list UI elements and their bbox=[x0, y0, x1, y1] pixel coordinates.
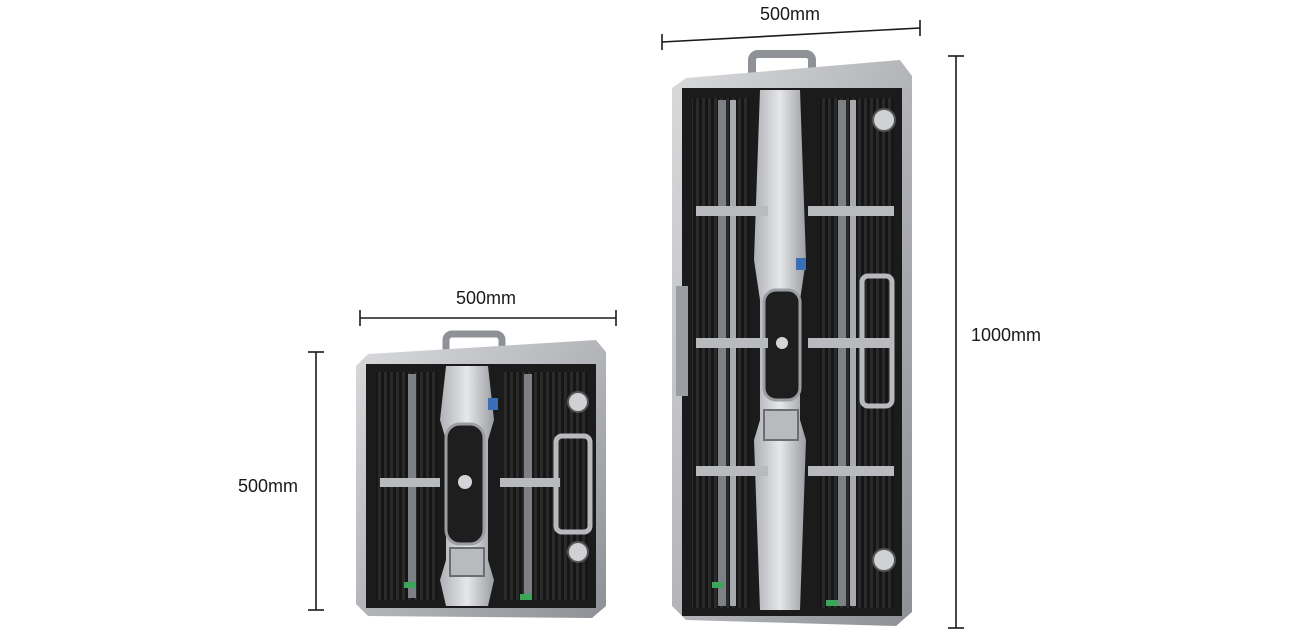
large-cabinet-blue-connector bbox=[796, 258, 806, 270]
large-cabinet-connector-plate bbox=[763, 409, 799, 441]
large-cabinet-crossbar bbox=[696, 466, 768, 476]
large-cabinet-right-cavity bbox=[820, 98, 894, 608]
large-cabinet-green-connector bbox=[712, 582, 724, 588]
small-cabinet-crossbar bbox=[380, 478, 440, 487]
small-height-dimension-line bbox=[308, 351, 324, 611]
large-cabinet-green-connector bbox=[826, 600, 838, 606]
large-cabinet-rail bbox=[730, 100, 736, 606]
large-cabinet-crossbar bbox=[696, 206, 768, 216]
small-cabinet-connector-plate bbox=[449, 547, 485, 577]
large-cabinet bbox=[672, 50, 912, 626]
large-cabinet-side-latch bbox=[676, 286, 688, 396]
large-cabinet-lock-knob bbox=[872, 108, 896, 132]
large-height-dimension-line bbox=[948, 55, 964, 629]
large-cabinet-rail bbox=[718, 100, 726, 606]
large-cabinet-rail bbox=[838, 100, 846, 606]
small-cabinet-blue-connector bbox=[488, 398, 498, 410]
large-cabinet-center-knob bbox=[776, 337, 788, 349]
large-cabinet-crossbar bbox=[808, 206, 894, 216]
large-cabinet-lock-knob bbox=[872, 548, 896, 572]
large-cabinet-crossbar bbox=[808, 466, 894, 476]
large-cabinet-side-latch bbox=[859, 273, 895, 409]
small-cabinet-crossbar bbox=[500, 478, 560, 487]
large-cabinet-rail bbox=[850, 100, 856, 606]
small-cabinet bbox=[356, 330, 606, 618]
small-cabinet-center-knob bbox=[458, 475, 472, 489]
small-cabinet-width-label: 500mm bbox=[456, 288, 517, 308]
small-cabinet-side-latch bbox=[553, 433, 593, 535]
large-cabinet-crossbar bbox=[696, 338, 768, 348]
large-width-dimension-line bbox=[661, 20, 921, 50]
small-cabinet-lock-knob bbox=[567, 391, 589, 413]
small-cabinet-lock-knob bbox=[567, 541, 589, 563]
small-cabinet-green-connector bbox=[520, 594, 532, 600]
small-cabinet-height-label: 500mm bbox=[238, 476, 299, 496]
large-cabinet-crossbar bbox=[808, 338, 894, 348]
large-cabinet-height-label: 1000mm bbox=[971, 325, 1042, 345]
small-width-dimension-line bbox=[359, 310, 617, 326]
large-cabinet-width-label: 500mm bbox=[760, 4, 821, 24]
small-cabinet-green-connector bbox=[404, 582, 416, 588]
